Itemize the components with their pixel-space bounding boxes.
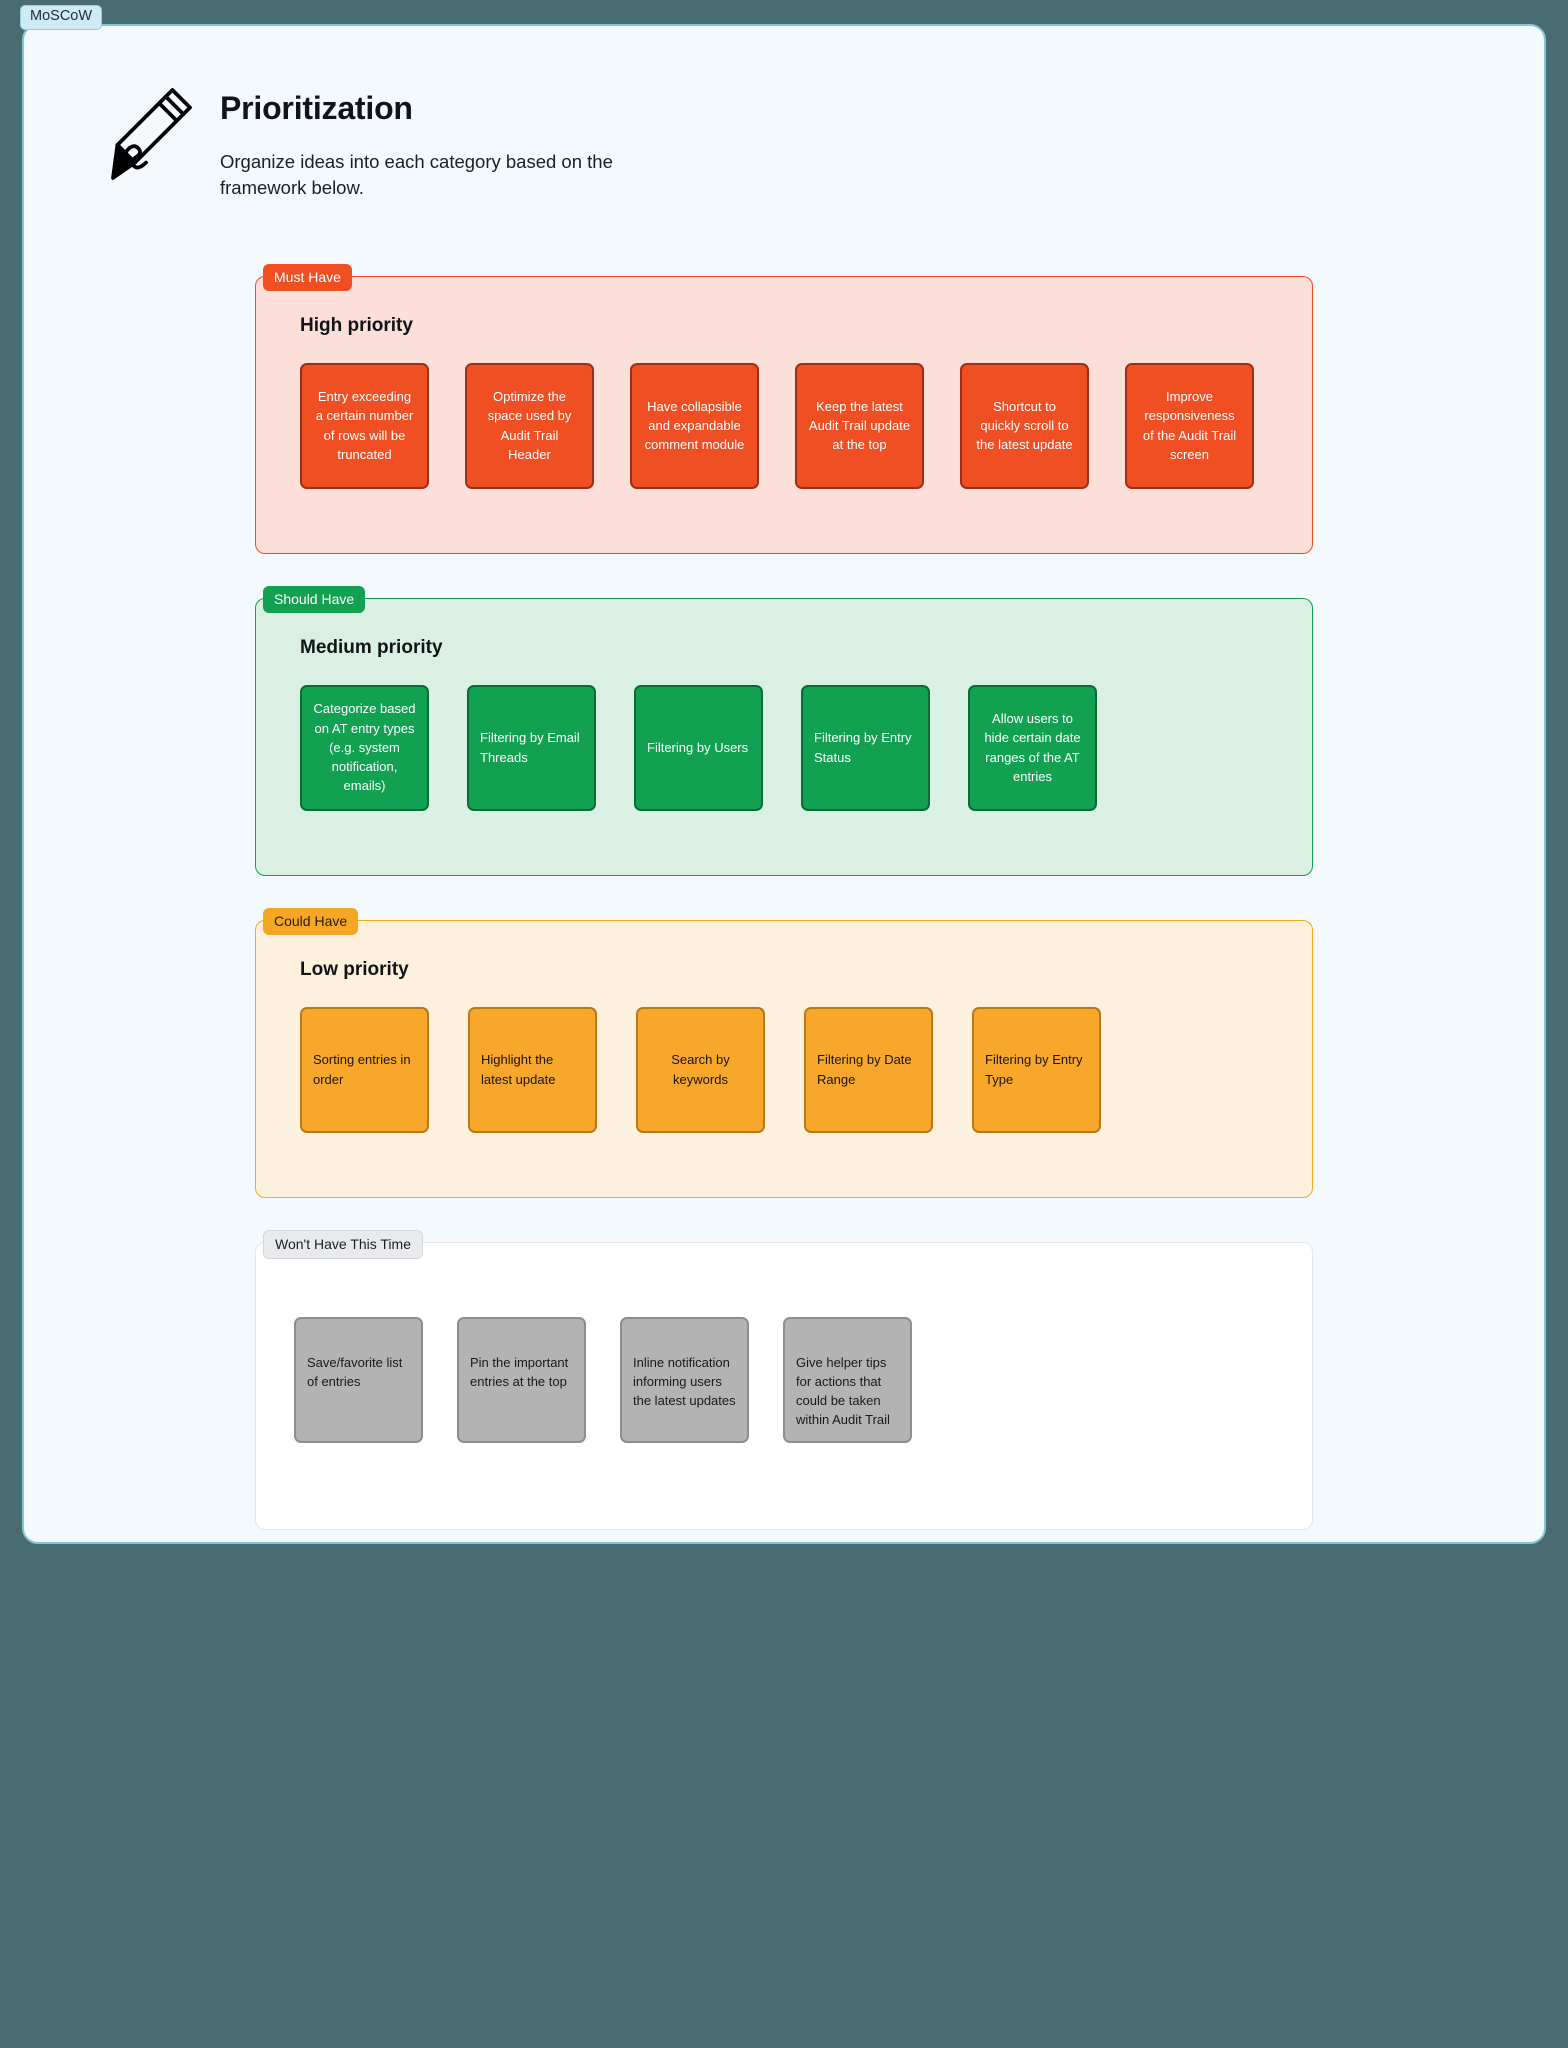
section-label-high-priority: High priority — [300, 314, 413, 336]
card[interactable]: Filtering by Entry Type — [972, 1006, 1101, 1133]
section-label-low-priority: Low priority — [300, 958, 409, 980]
card-text: Filtering by Email Threads — [480, 730, 580, 765]
card[interactable]: Search by keywords — [636, 1006, 765, 1133]
card[interactable]: Save/favorite list of entries — [294, 1316, 423, 1443]
card[interactable]: Shortcut to quickly scroll to the latest… — [960, 362, 1089, 489]
card-row-must-have: Entry exceeding a certain number of rows… — [256, 337, 1312, 489]
card-text: Filtering by Date Range — [817, 1052, 912, 1087]
page-subtitle: Organize ideas into each category based … — [220, 151, 613, 199]
card-row-should-have: Categorize based on AT entry types (e.g.… — [256, 659, 1312, 811]
pencil-icon — [86, 74, 206, 194]
card-text: Keep the latest Audit Trail update at th… — [808, 398, 911, 453]
card-text: Search by keywords — [671, 1052, 730, 1087]
page-header: Prioritization Organize ideas into each … — [24, 26, 1544, 202]
card[interactable]: Optimize the space used by Audit Trail H… — [465, 362, 594, 489]
card[interactable]: Filtering by Entry Status — [801, 684, 930, 811]
frame-tab-moscow[interactable]: MoSCoW — [20, 5, 103, 30]
card-text: Entry exceeding a certain number of rows… — [315, 389, 414, 462]
card[interactable]: Keep the latest Audit Trail update at th… — [795, 362, 924, 489]
card[interactable]: Filtering by Users — [634, 684, 763, 811]
card-text: Sorting entries in order — [313, 1052, 411, 1087]
section-label-medium-priority: Medium priority — [300, 636, 443, 658]
card-text: Have collapsible and expandable comment … — [644, 398, 745, 453]
card-row-could-have: Sorting entries in order Highlight the l… — [256, 981, 1312, 1133]
card[interactable]: Pin the important entries at the top — [457, 1316, 586, 1443]
card[interactable]: Categorize based on AT entry types (e.g.… — [300, 684, 429, 811]
card-text: Filtering by Entry Type — [985, 1052, 1083, 1087]
card[interactable]: Give helper tips for actions that could … — [783, 1316, 912, 1444]
section-wont-have-this-time: Won't Have This Time Save/favorite list … — [255, 1229, 1313, 1531]
section-tag-should-have: Should Have — [263, 585, 366, 613]
card-text: Filtering by Users — [647, 739, 749, 755]
card[interactable]: Filtering by Date Range — [804, 1006, 933, 1133]
card-text: Optimize the space used by Audit Trail H… — [487, 389, 572, 462]
card-text: Highlight the latest update — [481, 1052, 556, 1087]
card[interactable]: Entry exceeding a certain number of rows… — [300, 362, 429, 489]
card-text: Give helper tips for actions that could … — [796, 1354, 890, 1428]
board-canvas: Prioritization Organize ideas into each … — [22, 24, 1546, 1544]
section-should-have: Should Have Medium priority Categorize b… — [255, 585, 1313, 876]
card[interactable]: Inline notification informing users the … — [620, 1316, 749, 1443]
section-tag-wont-have-this-time: Won't Have This Time — [263, 1229, 423, 1259]
card[interactable]: Allow users to hide certain date ranges … — [968, 684, 1097, 811]
section-tag-could-have: Could Have — [263, 907, 359, 935]
card[interactable]: Have collapsible and expandable comment … — [630, 362, 759, 489]
card[interactable]: Sorting entries in order — [300, 1006, 429, 1133]
section-must-have: Must Have High priority Entry exceeding … — [255, 263, 1313, 554]
card-text: Categorize based on AT entry types (e.g.… — [313, 701, 416, 794]
card[interactable]: Improve responsiveness of the Audit Trai… — [1125, 362, 1254, 489]
page-title: Prioritization — [220, 90, 413, 126]
card-text: Save/favorite list of entries — [307, 1354, 403, 1389]
card-row-wont-have: Save/favorite list of entries Pin the im… — [256, 1243, 1312, 1444]
card-text: Filtering by Entry Status — [814, 730, 912, 765]
section-could-have: Could Have Low priority Sorting entries … — [255, 907, 1313, 1198]
card-text: Improve responsiveness of the Audit Trai… — [1142, 389, 1237, 462]
card[interactable]: Highlight the latest update — [468, 1006, 597, 1133]
card-text: Inline notification informing users the … — [633, 1354, 736, 1408]
card-text: Allow users to hide certain date ranges … — [984, 711, 1081, 784]
card[interactable]: Filtering by Email Threads — [467, 684, 596, 811]
card-text: Pin the important entries at the top — [470, 1354, 569, 1389]
card-text: Shortcut to quickly scroll to the latest… — [976, 398, 1073, 453]
section-tag-must-have: Must Have — [263, 263, 352, 291]
